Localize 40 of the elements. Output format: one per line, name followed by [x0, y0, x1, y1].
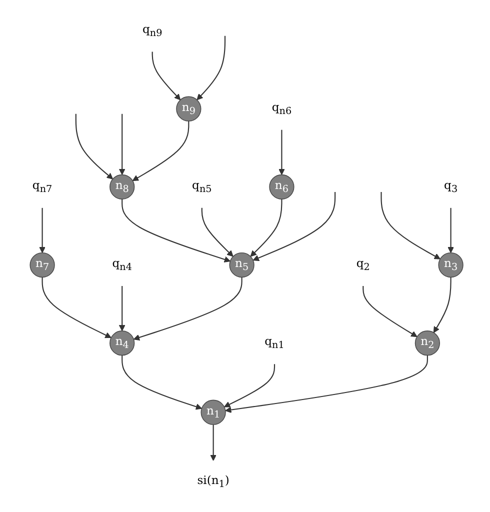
node-text: q$_{n7}$	[32, 178, 52, 195]
node-circle: n$_{4}$	[110, 330, 135, 356]
arrow	[380, 192, 440, 260]
arrow	[433, 276, 452, 333]
arrow	[278, 130, 285, 175]
arrow	[250, 198, 282, 257]
arrow	[362, 286, 418, 337]
node-circle: n$_{5}$	[229, 252, 254, 278]
arrow	[118, 114, 126, 175]
node-text: si(n$_{1}$)	[197, 472, 230, 490]
arrow	[39, 208, 46, 253]
arrow	[225, 355, 428, 413]
arrow	[152, 52, 181, 100]
node-circle: n$_{6}$	[269, 174, 294, 200]
node-circle: n$_{2}$	[414, 330, 440, 356]
node-circle: n$_{1}$	[200, 400, 226, 425]
node-text: q$_{2}$	[356, 256, 370, 273]
node-text: q$_{n1}$	[264, 334, 284, 351]
arrow	[133, 276, 242, 340]
node-text: q$_{n6}$	[272, 100, 292, 117]
arrow	[122, 355, 202, 410]
arrow	[42, 276, 112, 338]
node-circle: n$_{7}$	[30, 252, 55, 278]
node-text: q$_{n9}$	[142, 22, 162, 39]
arrow	[75, 114, 114, 180]
arrow	[224, 364, 276, 408]
node-text: q$_{3}$	[444, 178, 458, 195]
node-circle: n$_{3}$	[438, 252, 464, 278]
arrow	[448, 208, 454, 253]
node-circle: n$_{9}$	[176, 96, 202, 122]
node-text: q$_{n4}$	[112, 256, 132, 273]
node-circle: n$_{8}$	[110, 174, 135, 200]
arrow	[252, 192, 336, 261]
arrow	[201, 208, 234, 257]
node-text: q$_{n5}$	[192, 178, 212, 195]
arrow	[132, 120, 190, 181]
arrow	[210, 424, 216, 461]
arrow	[122, 198, 230, 262]
arrow	[118, 286, 126, 331]
arrow	[196, 36, 226, 100]
